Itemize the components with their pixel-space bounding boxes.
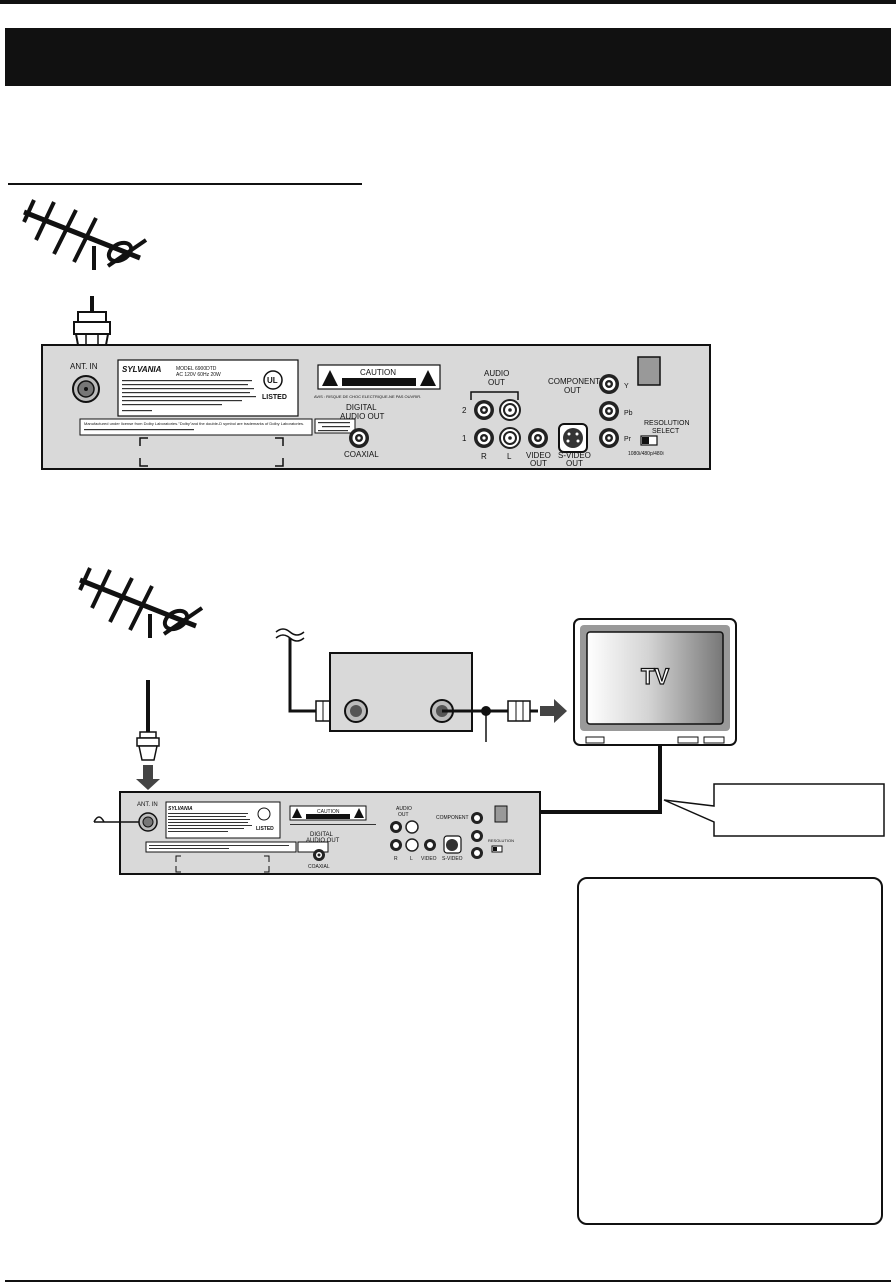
svg-text:UL: UL (267, 376, 278, 385)
component-label-1: COMPONENT (548, 377, 600, 386)
r-label: R (481, 452, 487, 461)
bottom-rule (5, 1280, 891, 1282)
component-small: COMPONENT (436, 815, 469, 821)
rear-panel-small: ANT. IN SYLVANIA LISTED CAUTION DIGITAL … (93, 791, 541, 875)
power-text: AC 120V 60Hz 20W (176, 372, 221, 378)
svideo-label-1: S-VIDEO (558, 451, 591, 460)
audio-out-small-1: AUDIO (396, 806, 412, 812)
row-2-label: 2 (462, 406, 467, 415)
heading-underline (8, 183, 362, 185)
component-y-jack (599, 374, 619, 394)
audio-out-label-1: AUDIO (484, 369, 509, 378)
dolby-notice: Manufactured under license from Dolby La… (84, 421, 304, 426)
ant-in-label-small: ANT. IN (137, 802, 158, 808)
ul-listed-small: LISTED (256, 826, 274, 832)
svideo-jack (558, 423, 588, 453)
coaxial-jack (349, 428, 369, 448)
caution-label-small: CAUTION (317, 809, 340, 815)
section-banner (5, 28, 891, 86)
audio-jack-1r (474, 428, 494, 448)
y-label: Y (624, 383, 629, 390)
digital-label-1: DIGITAL (346, 403, 377, 412)
component-label-2: OUT (564, 386, 581, 395)
antenna-icon (24, 200, 146, 270)
ant-in-label: ANT. IN (70, 362, 98, 371)
digital-label-2: AUDIO OUT (340, 412, 385, 421)
down-arrow-icon (136, 765, 160, 790)
l-label-small: L (410, 856, 413, 862)
brand-logo: SYLVANIA (122, 365, 162, 374)
coaxial-label-small: COAXIAL (308, 864, 330, 870)
audio-jack-2l (499, 399, 521, 421)
resolution-modes: 1080i/480p/480i (628, 451, 664, 457)
audio-out-small-2: OUT (398, 812, 409, 818)
resolution-label-2: SELECT (652, 428, 680, 435)
digital-label-small-2: AUDIO OUT (306, 838, 340, 844)
pr-label: Pr (624, 436, 632, 443)
top-rule (0, 0, 896, 4)
rear-panel-large: ANT. IN SYLVANIA MODEL 6900DTD AC 120V 6… (41, 344, 711, 470)
audio-jack-1l (499, 427, 521, 449)
ul-logo (263, 370, 283, 390)
pb-label: Pb (624, 410, 633, 417)
video-cable (540, 745, 662, 814)
component-pr-jack (599, 428, 619, 448)
video-out-label-1: VIDEO (526, 451, 551, 460)
coaxial-label: COAXIAL (344, 450, 379, 459)
audio-jack-2r (474, 400, 494, 420)
l-label: L (507, 452, 512, 461)
r-label-small: R (394, 856, 398, 862)
antenna-icon-2 (80, 568, 202, 638)
audio-out-label-2: OUT (488, 378, 505, 387)
right-arrow-icon (540, 699, 567, 723)
f-connector-plug-2 (136, 731, 160, 761)
svideo-label-2: OUT (566, 459, 583, 468)
component-pb-jack (599, 401, 619, 421)
resolution-small: RESOLUTION (488, 838, 514, 843)
ul-listed-text: LISTED (262, 394, 287, 401)
brand-logo-small: SYLVANIA (168, 806, 193, 812)
info-box (577, 877, 883, 1225)
video-out-label-2: OUT (530, 459, 547, 468)
caution-label: CAUTION (360, 368, 396, 377)
video-out-small: VIDEO (421, 856, 437, 862)
tv-label: TV (641, 664, 669, 689)
model-text: MODEL 6900DTD (176, 366, 217, 372)
resolution-label-1: RESOLUTION (644, 420, 690, 427)
callout-box (663, 783, 885, 837)
caution-french: AVIS : RISQUE DE CHOC ELECTRIQUE-NE PAS … (314, 394, 421, 399)
tv-set: TV (573, 618, 737, 746)
svideo-small: S-VIDEO (442, 856, 463, 862)
row-1-label: 1 (462, 434, 467, 443)
digital-label-small-1: DIGITAL (310, 832, 334, 838)
cable-box (275, 628, 567, 742)
video-out-jack (528, 428, 548, 448)
